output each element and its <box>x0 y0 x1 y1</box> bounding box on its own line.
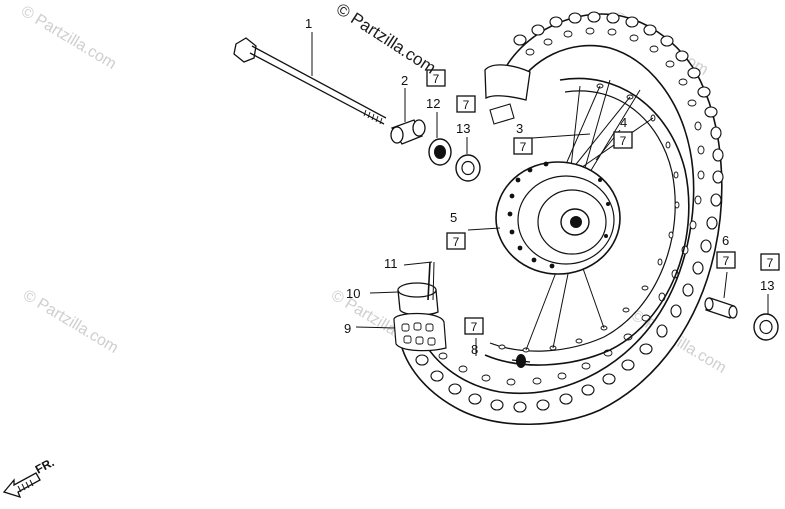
tread-knobs-inner <box>438 27 705 386</box>
ref-box-c: 7 <box>513 137 533 155</box>
svg-text:7: 7 <box>471 320 478 334</box>
tube-tire-cutaway <box>393 261 447 352</box>
ref-box-d: 7 <box>613 131 633 149</box>
svg-text:7: 7 <box>767 256 774 270</box>
callout-2: 2 <box>401 73 408 88</box>
part-13-bearing-right <box>753 313 779 341</box>
callout-10: 10 <box>346 286 360 301</box>
watermark-faint-3: © Partzilla.com <box>20 287 121 357</box>
part-2-spacer <box>390 119 426 145</box>
axle <box>233 37 387 125</box>
part-13-bearing-top <box>455 154 481 182</box>
callout-13-top: 13 <box>456 121 470 136</box>
callout-6: 6 <box>722 233 729 248</box>
tube-top <box>484 64 531 125</box>
callout-11: 11 <box>384 256 398 271</box>
ref-box-b: 7 <box>456 95 476 113</box>
callout-9: 9 <box>344 321 351 336</box>
watermark-main: © Partzilla.com <box>333 0 439 78</box>
wheel-assembly <box>399 11 724 426</box>
ref-box-f: 7 <box>716 251 736 269</box>
callout-5: 5 <box>450 210 457 225</box>
svg-text:7: 7 <box>453 235 460 249</box>
hub <box>495 161 621 275</box>
leader-lines <box>311 32 769 356</box>
watermarks-faint: © Partzilla.com © Partzilla.com © Partzi… <box>18 3 729 377</box>
watermark-faint-1: © Partzilla.com <box>18 3 119 73</box>
callout-4: 4 <box>620 115 627 130</box>
rim-spoke-holes <box>498 83 680 353</box>
callout-8: 8 <box>471 342 478 357</box>
ref-box-g: 7 <box>760 253 780 271</box>
callout-3: 3 <box>516 121 523 136</box>
svg-text:7: 7 <box>433 72 440 86</box>
valve-stem <box>511 354 531 368</box>
svg-text:7: 7 <box>520 140 527 154</box>
ref-box-e: 7 <box>446 232 466 250</box>
callout-1: 1 <box>305 16 312 31</box>
part-6-spacer <box>704 297 738 319</box>
ref-box-a: 7 <box>426 69 446 87</box>
svg-text:7: 7 <box>723 254 730 268</box>
spokes <box>525 79 654 351</box>
part-12-seal <box>428 138 452 166</box>
callout-13-right: 13 <box>760 278 774 293</box>
ref-box-h: 7 <box>464 317 484 335</box>
svg-text:7: 7 <box>620 134 627 148</box>
rim-outer <box>484 77 690 366</box>
svg-text:7: 7 <box>463 98 470 112</box>
callout-12: 12 <box>426 96 440 111</box>
tread-knobs-top <box>415 11 724 413</box>
rim-inner <box>489 90 676 352</box>
ref-boxes: 7 7 7 7 7 7 7 7 <box>426 69 780 335</box>
tire-cut-section <box>393 312 447 352</box>
callout-numbers: 1 2 12 13 3 4 5 6 11 10 9 8 13 <box>305 16 774 357</box>
front-direction-indicator: FR. <box>2 455 56 499</box>
